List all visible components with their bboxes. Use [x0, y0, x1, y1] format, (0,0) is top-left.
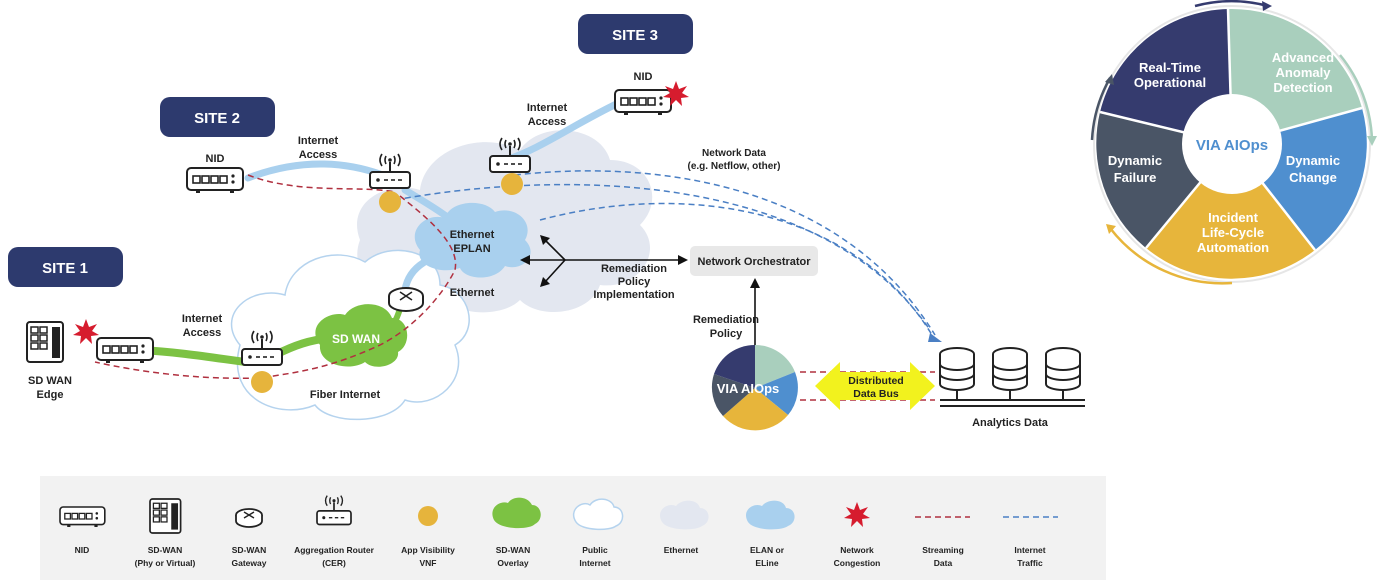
svg-text:Streaming: Streaming [922, 545, 964, 555]
fiber-internet-label: Fiber Internet [310, 389, 381, 401]
svg-text:Incident: Incident [1208, 210, 1259, 225]
internet-access-1-l1: Internet [182, 313, 223, 325]
svg-text:SITE 2: SITE 2 [194, 110, 240, 127]
legend: NID SD-WAN (Phy or Virtual) SD-WAN Gatew… [40, 476, 1106, 580]
internet-access-1-l2: Access [183, 327, 222, 339]
svg-text:Edge: Edge [37, 389, 64, 401]
svg-text:Dynamic: Dynamic [1286, 153, 1340, 168]
svg-text:SD-WAN: SD-WAN [148, 545, 182, 555]
wheel-segment-incident [1146, 144, 1315, 279]
svg-text:NID: NID [206, 153, 225, 165]
svg-text:Traffic: Traffic [1017, 558, 1043, 568]
legend-ethernet-icon [660, 500, 709, 530]
svg-text:Detection: Detection [1273, 80, 1332, 95]
eplan-label-1: Ethernet [450, 229, 495, 241]
router-site2 [369, 153, 411, 189]
svg-text:Distributed: Distributed [848, 375, 903, 387]
ethernet-eplan-cloud: Ethernet EPLAN [414, 202, 531, 278]
legend-sdwan-icon [149, 498, 182, 534]
legend-elan-icon [746, 500, 795, 530]
wheel-cycle-arrows [1090, 0, 1377, 285]
internet-access-2-l2: Access [299, 149, 338, 161]
svg-text:NID: NID [75, 545, 90, 555]
internet-traffic-lines [394, 170, 936, 341]
site1-badge: SITE 1 [8, 247, 123, 287]
internet-access-3-l2: Access [528, 116, 567, 128]
svg-text:ELAN or: ELAN or [750, 545, 785, 555]
svg-text:SITE 1: SITE 1 [42, 260, 88, 277]
via-aiops-pie-label: VIA AIOps [717, 381, 780, 396]
svg-text:Data Bus: Data Bus [853, 388, 899, 400]
svg-text:Dynamic: Dynamic [1108, 153, 1162, 168]
svg-text:ELine: ELine [755, 558, 778, 568]
distributed-data-bus: Distributed Data Bus [815, 362, 935, 410]
network-orchestrator-box: Network Orchestrator [690, 246, 818, 276]
svg-text:SITE 3: SITE 3 [612, 27, 658, 44]
internet-access-3-l1: Internet [527, 102, 568, 114]
svg-text:Life-Cycle: Life-Cycle [1202, 225, 1264, 240]
sdwan-overlay-cloud: SD WAN [315, 304, 408, 367]
remediation-impl-1: Remediation [601, 263, 667, 275]
svg-text:Operational: Operational [1134, 75, 1206, 90]
svg-text:Failure: Failure [1114, 170, 1157, 185]
aiops-wheel: VIA AIOps Real-Time Operational Advanced… [1090, 0, 1377, 285]
svg-text:Change: Change [1289, 170, 1337, 185]
svg-text:(Phy or Virtual): (Phy or Virtual) [135, 558, 196, 568]
sdwan-edge-device: SD WAN Edge [26, 319, 99, 401]
svg-text:Anomaly: Anomaly [1276, 65, 1332, 80]
sdwan-gateway [388, 287, 424, 312]
sdwan-overlay-label: SD WAN [332, 332, 380, 346]
ethernet-label: Ethernet [450, 287, 495, 299]
network-data-label-2: (e.g. Netflow, other) [688, 161, 781, 172]
remediation-impl-3: Implementation [593, 289, 675, 301]
legend-nid-icon [59, 506, 106, 528]
congestion-star-site1 [73, 319, 99, 344]
svg-text:Real-Time: Real-Time [1139, 60, 1201, 75]
svg-text:SD-WAN: SD-WAN [496, 545, 530, 555]
svg-text:Congestion: Congestion [834, 558, 881, 568]
legend-panel [40, 476, 1106, 580]
svg-text:SD WAN: SD WAN [28, 375, 72, 387]
remediation-arrows [520, 235, 760, 345]
site3-badge: SITE 3 [578, 14, 693, 54]
analytics-databases: Analytics Data [939, 347, 1085, 429]
remediation-impl-2: Policy [618, 276, 651, 288]
wheel-center-label: VIA AIOps [1196, 137, 1268, 154]
nid-site1 [96, 337, 154, 364]
svg-text:App Visibility: App Visibility [401, 545, 455, 555]
svg-text:Public: Public [582, 545, 608, 555]
svg-text:Ethernet: Ethernet [664, 545, 699, 555]
svg-text:SD-WAN: SD-WAN [232, 545, 266, 555]
eplan-label-2: EPLAN [453, 243, 490, 255]
svg-text:Advanced: Advanced [1272, 50, 1334, 65]
legend-vnf-icon [418, 506, 438, 526]
svg-text:Data: Data [934, 558, 953, 568]
site2-badge: SITE 2 [160, 97, 275, 137]
svg-text:Overlay: Overlay [497, 558, 528, 568]
remediation-policy-2: Policy [710, 328, 743, 340]
app-visibility-vnfs [251, 173, 523, 393]
svg-text:Aggregation Router: Aggregation Router [294, 545, 374, 555]
svg-text:Network Orchestrator: Network Orchestrator [697, 256, 811, 268]
analytics-data-label: Analytics Data [972, 417, 1049, 429]
legend-gateway-icon [235, 508, 263, 528]
svg-text:Automation: Automation [1197, 240, 1269, 255]
svg-text:Internet: Internet [1014, 545, 1045, 555]
remediation-policy-1: Remediation [693, 314, 759, 326]
network-data-label-1: Network Data [702, 148, 766, 159]
internet-access-2-l1: Internet [298, 135, 339, 147]
nid-site2: NID [186, 153, 244, 194]
svg-text:(CER): (CER) [322, 558, 346, 568]
svg-text:Gateway: Gateway [232, 558, 267, 568]
legend-public-internet-icon [572, 498, 624, 531]
svg-text:NID: NID [634, 71, 653, 83]
traffic-arrowhead [928, 333, 942, 342]
svg-text:Network: Network [840, 545, 874, 555]
nid-site3: NID [614, 71, 689, 116]
via-aiops-pie: VIA AIOps [711, 344, 798, 431]
svg-text:VNF: VNF [420, 558, 437, 568]
svg-text:Internet: Internet [579, 558, 610, 568]
legend-overlay-icon [492, 497, 541, 529]
